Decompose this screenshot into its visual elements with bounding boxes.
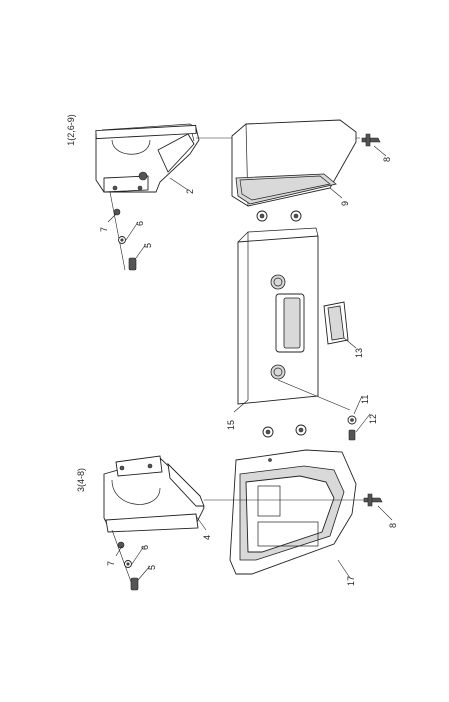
mounting-studs-top — [256, 210, 302, 222]
label-part-12: 12 — [368, 414, 378, 424]
screw-11-12 — [277, 379, 357, 441]
label-leader-lines — [107, 145, 393, 581]
label-part-9: 9 — [340, 201, 350, 206]
bottom-bracket-assembly — [103, 455, 205, 591]
screw-8-bottom — [204, 493, 383, 507]
label-part-2: 2 — [185, 189, 195, 194]
label-part-11: 11 — [360, 395, 370, 404]
mounting-studs-bottom — [262, 424, 307, 438]
label-part-7-top: 7 — [99, 227, 109, 232]
screw-8-top — [361, 133, 381, 147]
label-part-7-bottom: 7 — [106, 561, 116, 566]
housing-top — [231, 119, 357, 207]
label-part-8-top: 8 — [382, 157, 392, 162]
label-part-5-top: 5 — [143, 243, 153, 248]
label-part-5-bottom: 5 — [147, 565, 157, 570]
top-bracket-assembly — [95, 123, 360, 271]
label-part-4: 4 — [202, 535, 212, 540]
label-part-13: 13 — [354, 348, 364, 358]
label-part-15: 15 — [226, 420, 236, 430]
bracket-plate-bottom — [103, 455, 205, 533]
assembly-label-top: 1(2,6-9) — [66, 114, 76, 146]
label-part-6-bottom: 6 — [140, 545, 150, 550]
bracket-plate-top — [95, 123, 200, 193]
label-part-8-bottom: 8 — [388, 523, 398, 528]
fastener-stack-top — [109, 191, 137, 271]
housing-bottom — [229, 449, 357, 575]
mounting-panel-15 — [237, 227, 319, 405]
label-part-6-top: 6 — [135, 221, 145, 226]
label-part-17: 17 — [346, 576, 356, 586]
fastener-stack-bottom — [111, 529, 139, 591]
grille-13 — [323, 301, 349, 345]
assembly-label-bottom: 3(4-8) — [76, 468, 86, 492]
